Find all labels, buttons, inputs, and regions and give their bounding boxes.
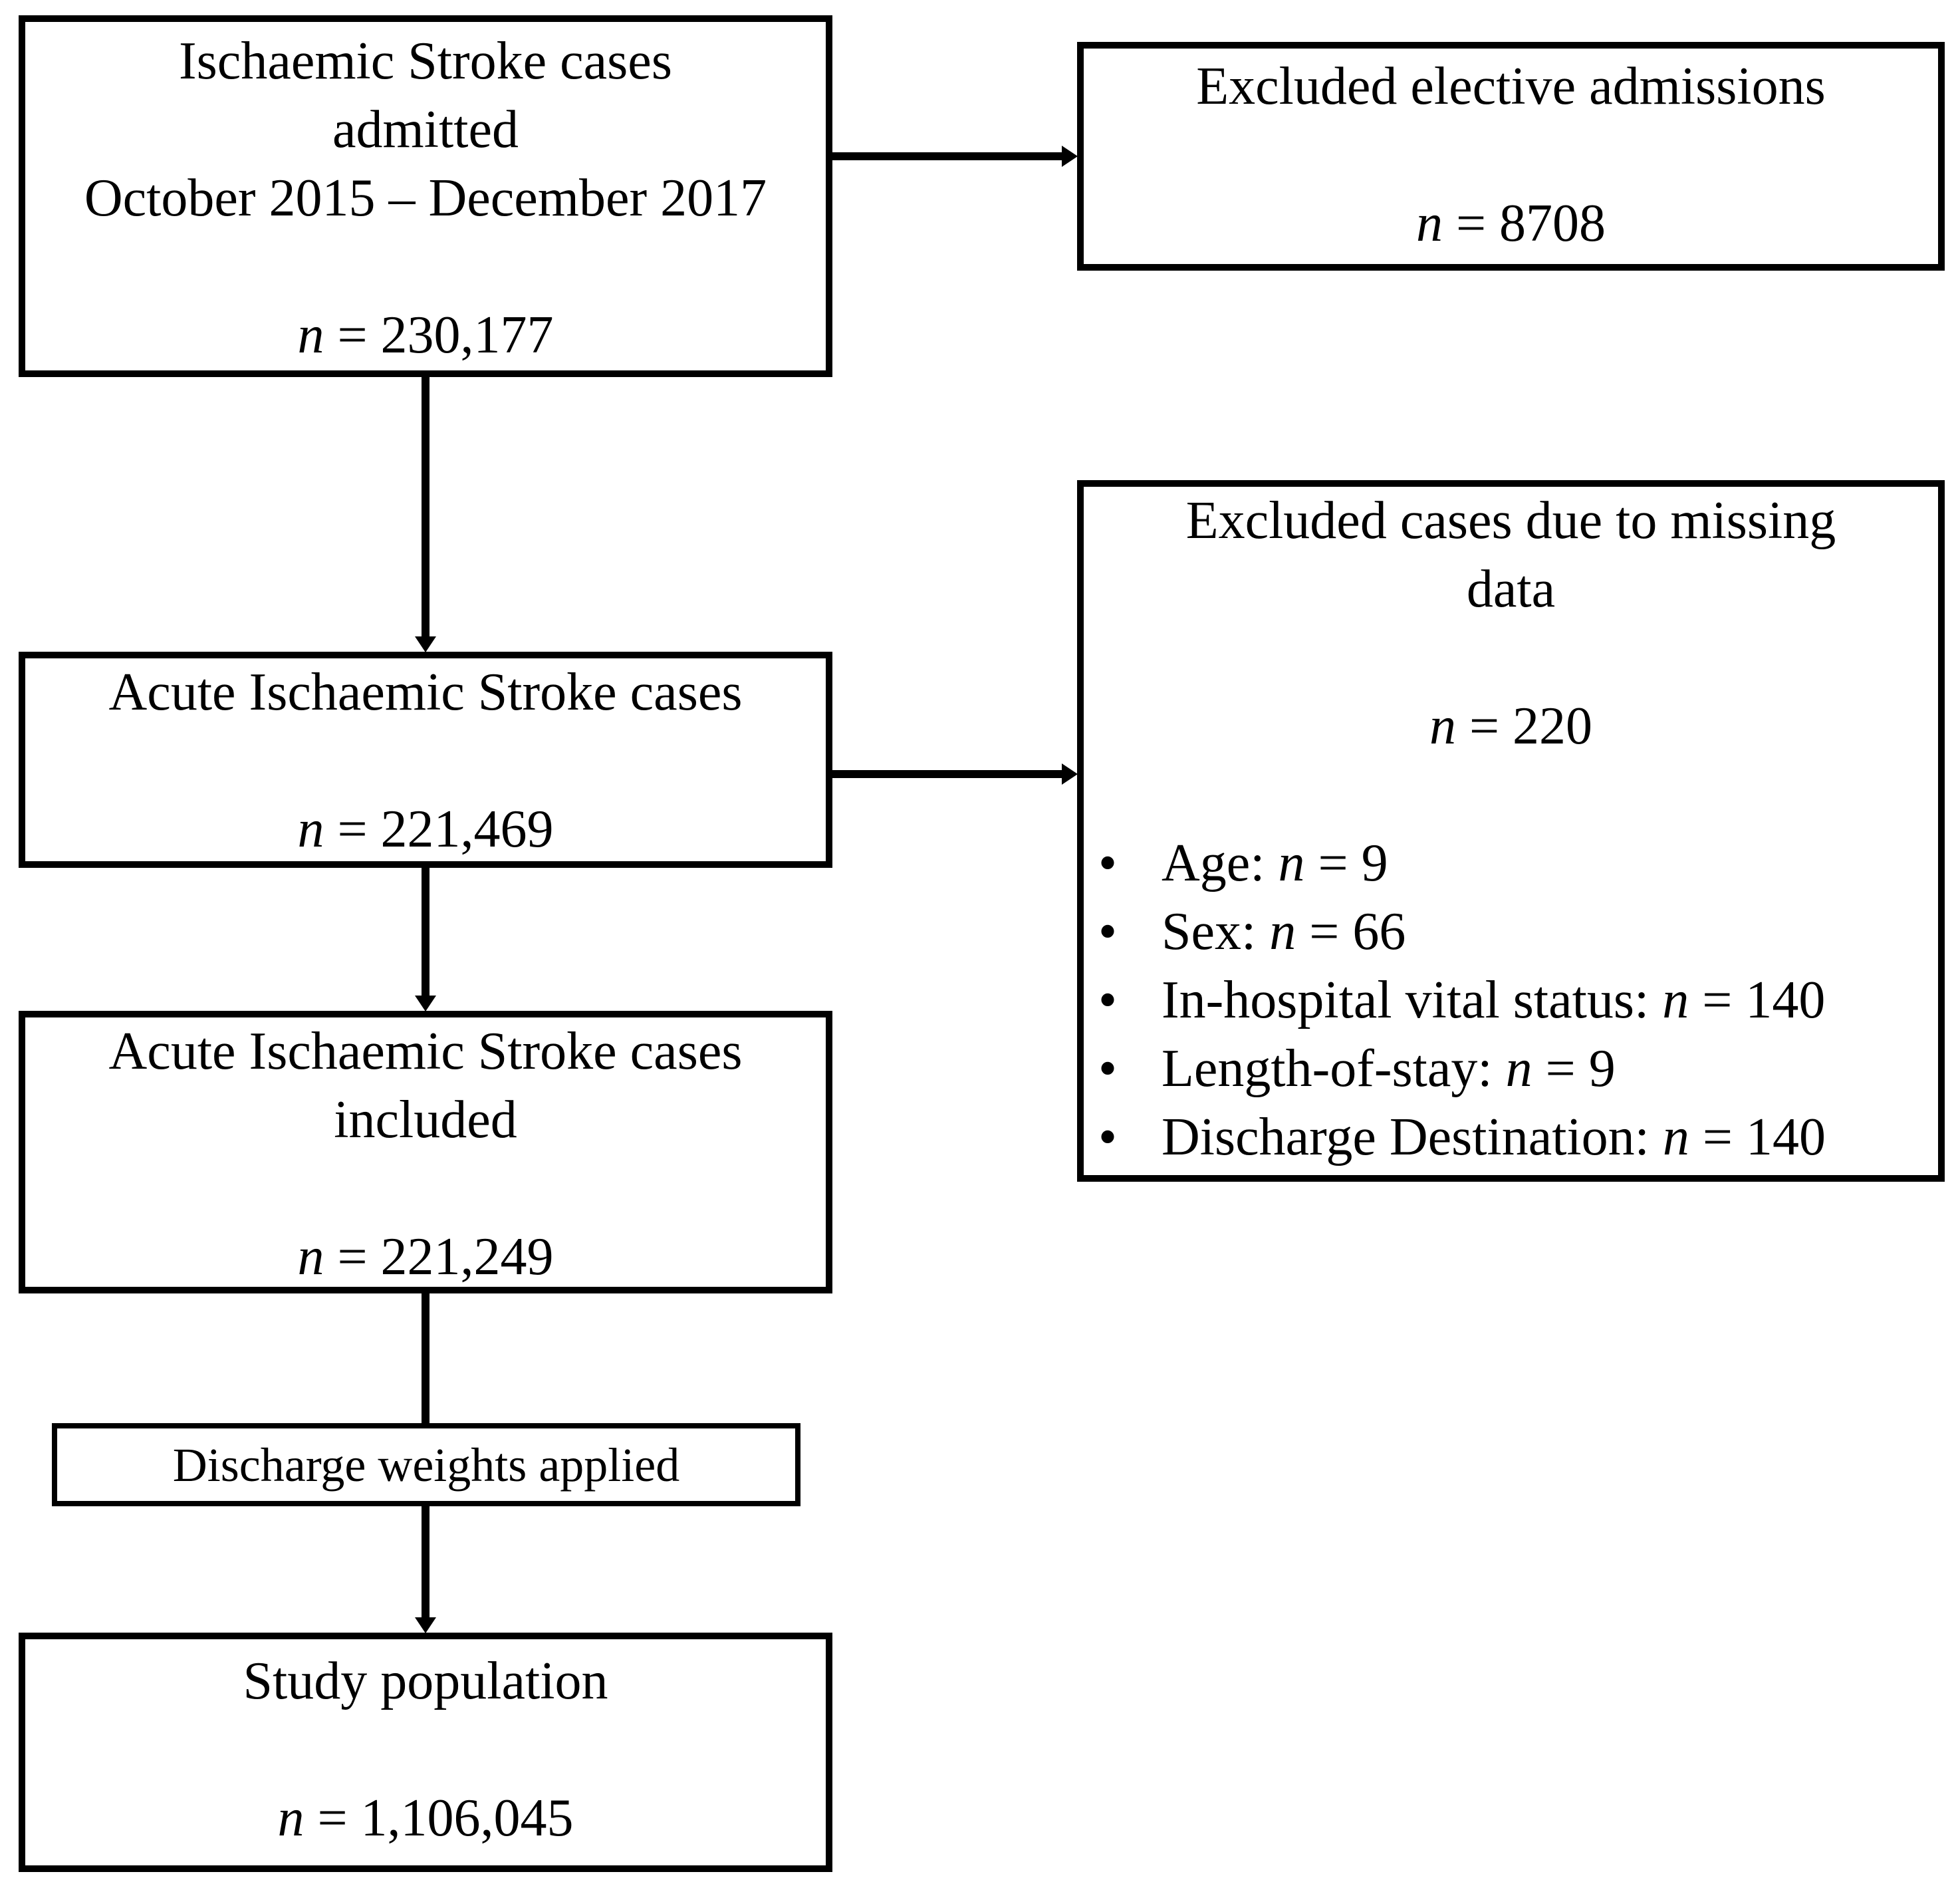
n-value: = 1,106,045 — [317, 1789, 574, 1847]
box-excluded-missing-n: n = 220 — [1429, 692, 1592, 761]
n-symbol: n — [1662, 971, 1689, 1029]
arrowhead-down-icon — [415, 996, 436, 1011]
n-value: = 8708 — [1455, 194, 1606, 253]
n-symbol: n — [1505, 1039, 1532, 1098]
n-symbol: n — [297, 1228, 324, 1286]
bullet-item-length-of-stay: Length-of-stay: n = 9 — [1084, 1035, 1938, 1103]
box-excluded-missing-title: Excluded cases due to missing data — [1185, 491, 1836, 618]
spacer — [25, 727, 826, 795]
spacer — [1084, 121, 1938, 190]
n-symbol: n — [1278, 834, 1305, 892]
box-included-cases: Acute Ischaemic Stroke cases included n … — [19, 1011, 832, 1293]
box-study-population: Study population n = 1,106,045 — [19, 1633, 832, 1872]
bullet-label: Length-of-stay: — [1162, 1039, 1493, 1098]
box-acute-cases-title: Acute Ischaemic Stroke cases — [108, 663, 743, 722]
bullet-item-discharge-destination: Discharge Destination: n = 140 — [1084, 1103, 1938, 1172]
box-study-population-title: Study population — [243, 1652, 608, 1710]
box-discharge-weights-title: Discharge weights applied — [172, 1438, 680, 1492]
bullet-label: Sex: — [1162, 902, 1257, 961]
box-discharge-weights: Discharge weights applied — [52, 1423, 800, 1506]
n-symbol: n — [1662, 1108, 1689, 1166]
connector-admitted-to-excluded-elective — [832, 152, 1064, 160]
connector-weights-to-study — [422, 1506, 429, 1619]
n-symbol: n — [1269, 902, 1296, 961]
spacer — [25, 233, 826, 301]
n-value: = 66 — [1309, 902, 1406, 961]
n-symbol: n — [1429, 697, 1456, 755]
n-value: = 221,249 — [337, 1228, 554, 1286]
missing-data-bullet-list: Age: n = 9 Sex: n = 66 In-hospital vital… — [1084, 829, 1938, 1172]
n-symbol: n — [297, 306, 324, 364]
arrowhead-down-icon — [415, 636, 436, 652]
bullet-label: In-hospital vital status: — [1162, 971, 1650, 1029]
bullet-item-age: Age: n = 9 — [1084, 829, 1938, 898]
box-excluded-elective: Excluded elective admissions n = 8708 — [1077, 42, 1945, 271]
n-symbol: n — [277, 1789, 305, 1847]
n-symbol: n — [1415, 194, 1443, 253]
bullet-label: Discharge Destination: — [1162, 1108, 1650, 1166]
box-included-cases-n: n = 221,249 — [297, 1223, 553, 1291]
spacer — [1084, 624, 1938, 692]
box-excluded-elective-title: Excluded elective admissions — [1196, 57, 1826, 116]
box-excluded-elective-n: n = 8708 — [1416, 190, 1606, 258]
box-admitted-n: n = 230,177 — [297, 301, 553, 370]
box-admitted-cases: Ischaemic Stroke cases admitted October … — [19, 15, 832, 377]
bullet-label: Age: — [1162, 834, 1265, 892]
arrowhead-down-icon — [415, 1617, 436, 1633]
n-value: = 140 — [1702, 1108, 1826, 1166]
n-value: = 221,469 — [337, 800, 554, 859]
spacer — [1084, 761, 1938, 829]
box-admitted-title: Ischaemic Stroke cases admitted October … — [84, 32, 767, 227]
connector-admitted-to-acute — [422, 377, 429, 638]
arrowhead-right-icon — [1062, 146, 1078, 167]
spacer — [25, 1716, 826, 1784]
n-value: = 220 — [1469, 697, 1593, 755]
box-acute-cases-n: n = 221,469 — [297, 795, 553, 864]
bullet-item-vital-status: In-hospital vital status: n = 140 — [1084, 966, 1938, 1035]
box-study-population-n: n = 1,106,045 — [277, 1784, 573, 1853]
n-value: = 140 — [1702, 971, 1826, 1029]
box-excluded-missing-data: Excluded cases due to missing data n = 2… — [1077, 480, 1945, 1182]
n-symbol: n — [297, 800, 324, 859]
connector-included-to-weights — [422, 1293, 429, 1426]
box-included-cases-title: Acute Ischaemic Stroke cases included — [108, 1022, 743, 1149]
spacer — [25, 1154, 826, 1223]
n-value: = 9 — [1318, 834, 1388, 892]
n-value: = 230,177 — [337, 306, 554, 364]
connector-acute-to-excluded-missing — [832, 770, 1064, 778]
arrowhead-right-icon — [1062, 763, 1078, 785]
n-value: = 9 — [1545, 1039, 1616, 1098]
bullet-item-sex: Sex: n = 66 — [1084, 898, 1938, 966]
connector-acute-to-included — [422, 868, 429, 997]
box-acute-cases: Acute Ischaemic Stroke cases n = 221,469 — [19, 652, 832, 868]
